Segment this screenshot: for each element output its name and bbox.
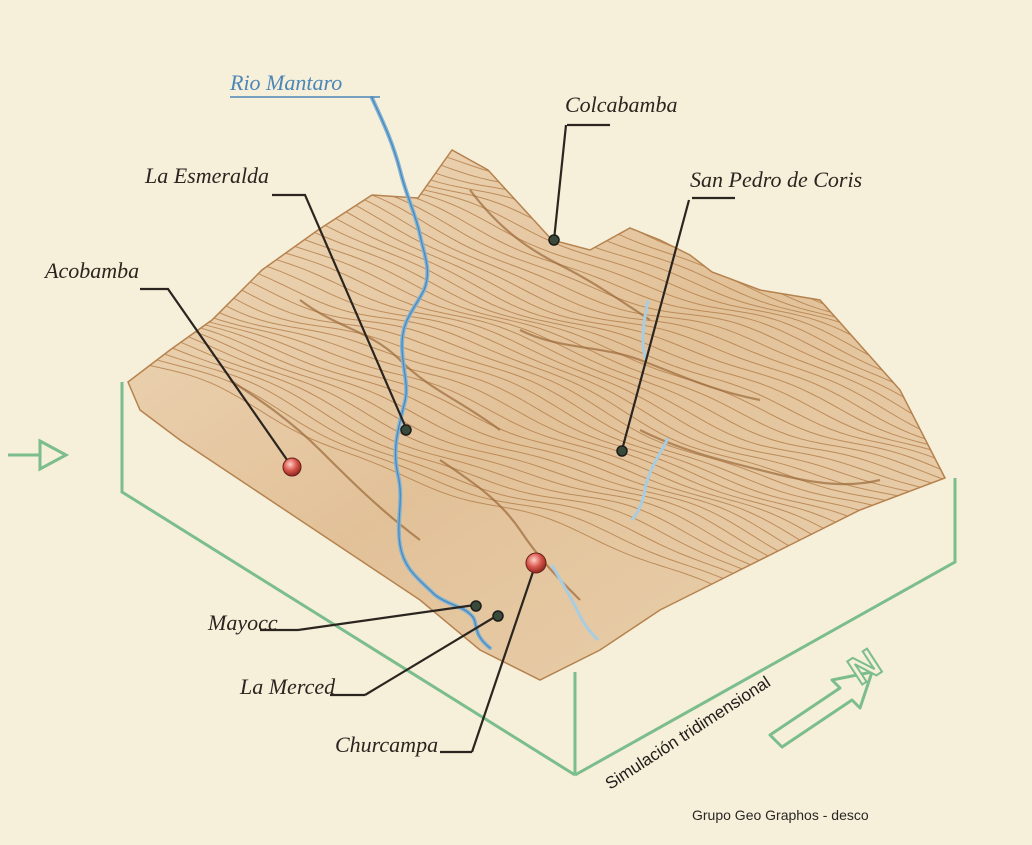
leader-mayocc xyxy=(297,603,476,632)
river-tributary xyxy=(550,299,670,642)
contour-line xyxy=(128,238,945,567)
leader-churcampa xyxy=(470,562,538,753)
side-view-arrow-icon xyxy=(8,438,70,472)
contour-line xyxy=(128,253,945,585)
river-mantaro-label: Rio Mantaro xyxy=(229,70,342,95)
la-merced-label: La Merced xyxy=(239,674,336,699)
block-frame xyxy=(120,382,957,777)
churcampa-marker xyxy=(525,552,547,574)
la-esmeralda-marker xyxy=(400,424,412,436)
acobamba-label: Acobamba xyxy=(43,258,139,283)
river-mantaro xyxy=(370,96,492,650)
contour-line xyxy=(128,150,945,408)
contour-line xyxy=(128,150,945,231)
leader-la-esmeralda xyxy=(272,193,408,429)
town-markers xyxy=(282,234,628,622)
acobamba-marker xyxy=(282,457,302,477)
colcabamba-marker xyxy=(548,234,560,246)
leader-colcabamba xyxy=(552,124,568,241)
terrain-surface xyxy=(127,149,947,681)
place-labels: Rio Mantaro Colcabamba La Esmeralda San … xyxy=(43,70,862,757)
mayocc-marker xyxy=(470,600,482,612)
contour-line xyxy=(128,150,945,242)
contour-line xyxy=(128,150,945,259)
leader-lines xyxy=(140,123,735,754)
contour-line xyxy=(128,217,945,545)
contour-line xyxy=(128,246,945,576)
la-esmeralda-label: La Esmeralda xyxy=(144,163,269,188)
credit-text: Grupo Geo Graphos - desco xyxy=(692,807,869,823)
leader-san-pedro xyxy=(620,199,691,451)
leader-la-merced xyxy=(364,614,499,696)
colcabamba-label: Colcabamba xyxy=(565,92,677,117)
mayocc-label: Mayocc xyxy=(207,610,278,635)
contour-line xyxy=(128,150,945,420)
leader-acobamba xyxy=(140,287,293,468)
churcampa-label: Churcampa xyxy=(335,732,438,757)
contour-line xyxy=(128,150,945,431)
contour-line xyxy=(128,228,945,557)
simulation-subtitle: Simulación tridimensional xyxy=(602,672,774,793)
la-merced-marker xyxy=(492,610,504,622)
ridge-shading xyxy=(229,189,881,601)
contour-line xyxy=(128,150,945,251)
contour-line xyxy=(128,150,945,397)
san-pedro-marker xyxy=(616,445,628,457)
san-pedro-label: San Pedro de Coris xyxy=(690,167,862,192)
